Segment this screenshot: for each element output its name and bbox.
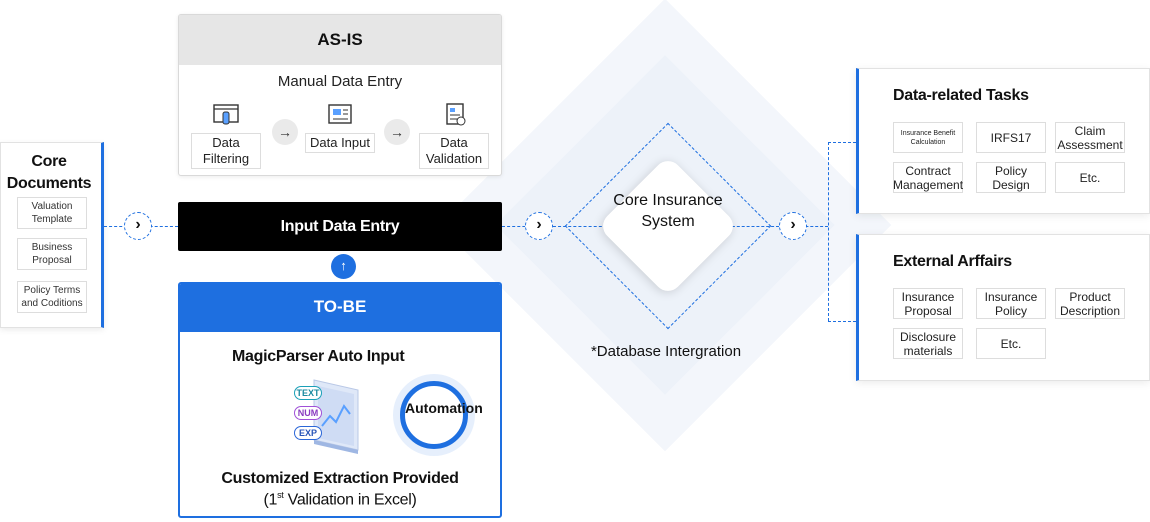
affair-cell: Product Description xyxy=(1055,288,1125,319)
external-affairs-panel: External Arffairs Insurance Proposal Ins… xyxy=(856,234,1150,381)
database-note: *Database Intergration xyxy=(590,343,742,360)
core-documents-panel: Core Documents Valuation Template Busine… xyxy=(0,142,104,328)
task-cell: Policy Design xyxy=(976,162,1046,193)
task-cell: Insurance Benefit Calculation xyxy=(893,122,963,153)
connector-branch-bottom xyxy=(828,321,856,322)
affair-cell: Insurance Policy xyxy=(976,288,1046,319)
task-cell: Claim Assessment xyxy=(1055,122,1125,153)
chevron-right-icon-3: › xyxy=(779,212,807,240)
doc-item-policy-terms: Policy Terms and Coditions xyxy=(17,281,87,313)
to-be-footer-line1: Customized Extraction Provided xyxy=(221,470,459,487)
automation-badge: Automation xyxy=(393,374,483,456)
connector-entry-to-core xyxy=(502,226,612,227)
to-be-subtitle: MagicParser Auto Input xyxy=(232,348,405,365)
connector-vertical-branch xyxy=(828,142,829,321)
as-is-header: AS-IS xyxy=(179,15,501,65)
to-be-footer-line2: (1st Validation in Excel) xyxy=(180,490,500,509)
as-is-subtitle: Manual Data Entry xyxy=(277,73,403,90)
tag-exp: EXP xyxy=(294,426,322,440)
task-cell: Contract Management xyxy=(892,162,964,193)
tag-num: NUM xyxy=(294,406,322,420)
doc-item-business: Business Proposal xyxy=(17,238,87,270)
as-is-panel: AS-IS Manual Data Entry Data Filtering →… xyxy=(178,14,502,176)
connector-core-to-tasks xyxy=(727,226,828,227)
to-be-panel: TO-BE MagicParser Auto Input TEXT NUM EX… xyxy=(178,282,502,518)
step-data-validation: Data Validation xyxy=(419,103,489,169)
automation-ring: Automation xyxy=(400,381,483,449)
step-label: Data Filtering xyxy=(191,133,261,169)
affair-cell: Insurance Proposal xyxy=(893,288,963,319)
footer-suffix: Validation in Excel) xyxy=(283,491,417,509)
filter-hand-icon xyxy=(211,103,241,127)
external-affairs-title: External Arffairs xyxy=(893,253,1012,270)
chevron-right-icon-2: › xyxy=(525,212,553,240)
affair-cell: Disclosure materials xyxy=(893,328,963,359)
task-cell: IRFS17 xyxy=(976,122,1046,153)
data-tasks-title: Data-related Tasks xyxy=(893,87,1029,104)
to-be-header: TO-BE xyxy=(180,284,500,332)
core-system-label: Core Insurance System xyxy=(613,192,723,230)
step-label: Data Input xyxy=(305,133,375,153)
arrow-up-icon: ↑ xyxy=(331,254,356,279)
data-input-icon xyxy=(325,103,355,127)
affair-cell: Etc. xyxy=(976,328,1046,359)
step-data-input: Data Input xyxy=(305,103,375,153)
task-cell: Etc. xyxy=(1055,162,1125,193)
arrow-right-icon: → xyxy=(272,119,298,145)
arrow-right-icon: → xyxy=(384,119,410,145)
connector-branch-top xyxy=(828,142,856,143)
step-data-filtering: Data Filtering xyxy=(191,103,261,169)
data-validation-icon xyxy=(439,103,469,127)
footer-prefix: (1 xyxy=(263,491,278,509)
document-illustration-icon xyxy=(300,376,364,458)
tag-text: TEXT xyxy=(294,386,322,400)
doc-item-valuation: Valuation Template xyxy=(17,197,87,229)
input-data-entry-bar: Input Data Entry xyxy=(178,202,502,251)
chevron-right-icon-1: › xyxy=(124,212,152,240)
step-label: Data Validation xyxy=(419,133,489,169)
automation-label: Automation xyxy=(405,400,483,416)
data-related-tasks-panel: Data-related Tasks Insurance Benefit Cal… xyxy=(856,68,1150,214)
footer-sup: st xyxy=(277,490,284,500)
core-documents-title: Core Documents xyxy=(6,153,92,192)
